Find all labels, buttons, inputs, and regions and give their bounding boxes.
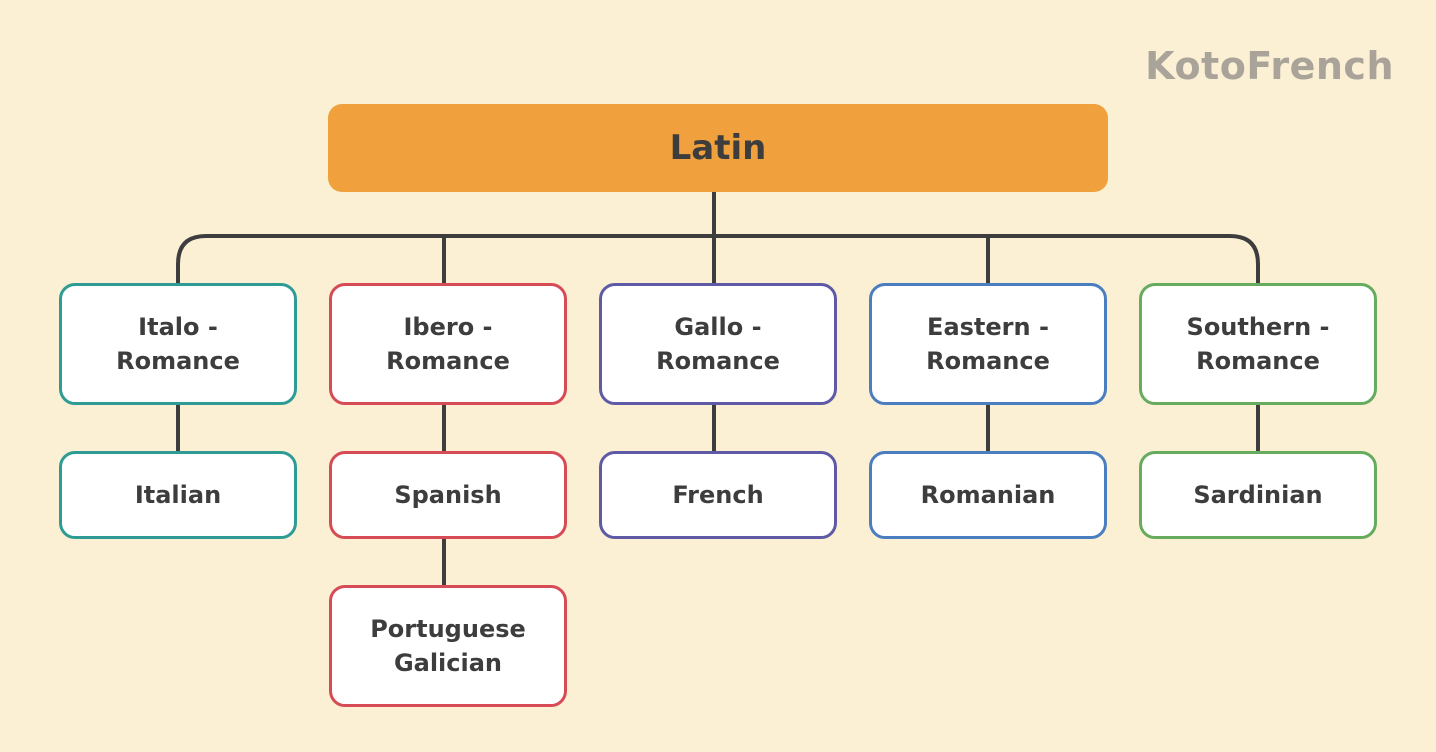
leaf-node-french: French [599,451,837,539]
root-label: Latin [669,128,767,168]
leaf-node-romanian: Romanian [869,451,1107,539]
root-node-latin: Latin [328,104,1108,192]
leaf-label: Spanish [394,481,502,509]
leaf-node-spanish: Spanish [329,451,567,539]
branch-label: Southern - Romance [1186,313,1330,375]
brand-logo: KotoFrench [1145,44,1394,88]
leaf-node-sardinian: Sardinian [1139,451,1377,539]
leaf-label: Italian [134,481,222,509]
leaf-label: Romanian [920,481,1056,509]
branch-node-italo-romance: Italo - Romance [59,283,297,405]
branch-node-southern-romance: Southern - Romance [1139,283,1377,405]
branch-label: Italo - Romance [116,313,240,375]
branch-node-eastern-romance: Eastern - Romance [869,283,1107,405]
leaf-label: Portuguese Galician [370,615,526,677]
branch-node-gallo-romance: Gallo - Romance [599,283,837,405]
branch-label: Ibero - Romance [386,313,510,375]
leaf-node-portuguese-galician: Portuguese Galician [329,585,567,707]
branch-label: Gallo - Romance [656,313,780,375]
leaf-node-italian: Italian [59,451,297,539]
branch-bus-line [176,234,1260,283]
leaf-label: French [672,481,764,509]
branch-node-ibero-romance: Ibero - Romance [329,283,567,405]
leaf-label: Sardinian [1193,481,1323,509]
branch-label: Eastern - Romance [926,313,1050,375]
